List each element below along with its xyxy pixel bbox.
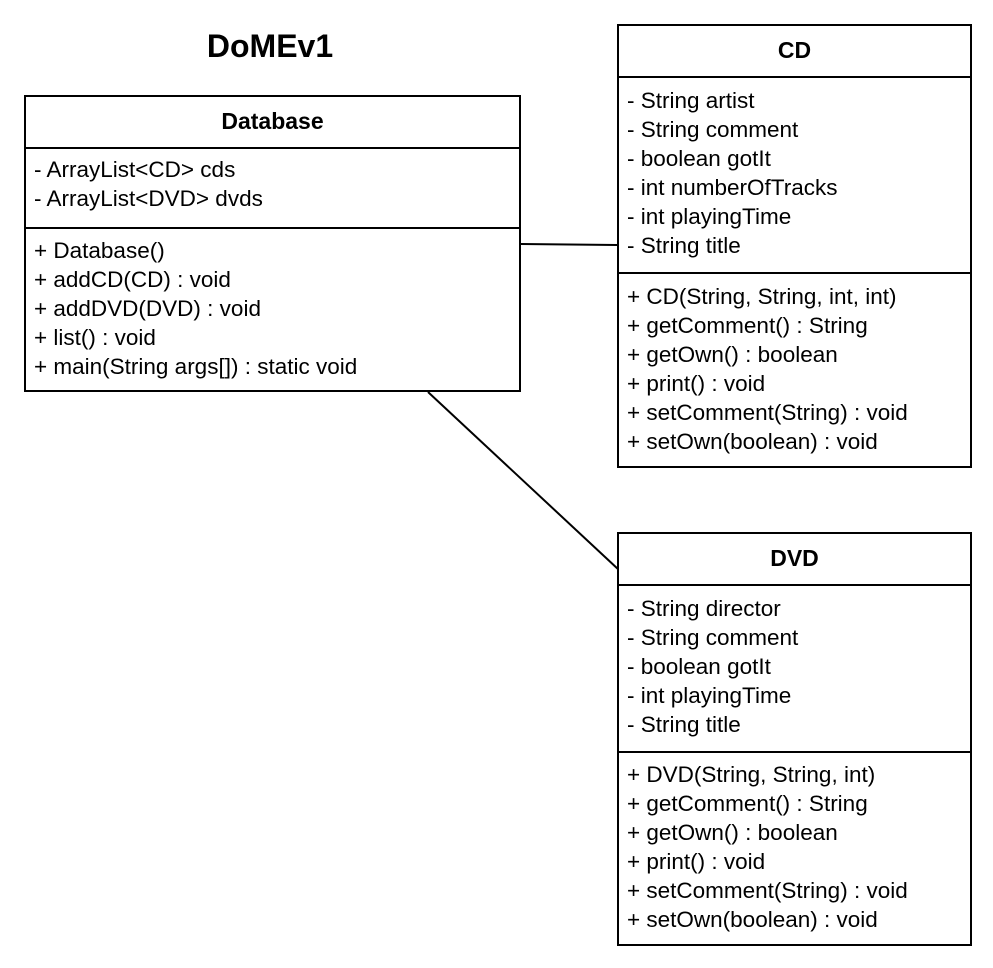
operation: + print() : void [627, 371, 766, 396]
operation: + CD(String, String, int, int) [627, 284, 897, 309]
operation: + Database() [34, 238, 165, 263]
operation: + setOwn(boolean) : void [627, 429, 878, 454]
operation: + main(String args[]) : static void [34, 354, 358, 379]
association-database-dvd [427, 391, 620, 571]
class-name: DVD [619, 534, 970, 586]
diagram-title: DoMEv1 [206, 28, 334, 64]
operation: + addCD(CD) : void [34, 267, 231, 292]
attribute: - String title [627, 233, 741, 258]
attribute: - int playingTime [627, 683, 792, 708]
operations-compartment: + DVD(String, String, int) + getComment(… [619, 753, 970, 934]
attribute: - int numberOfTracks [627, 175, 838, 200]
attribute: - int playingTime [627, 204, 792, 229]
operation: + print() : void [627, 849, 766, 874]
class-name: CD [619, 26, 970, 78]
operation: + getOwn() : boolean [627, 342, 838, 367]
attribute: - boolean gotIt [627, 146, 771, 171]
attribute: - String comment [627, 117, 799, 142]
attribute: - boolean gotIt [627, 654, 771, 679]
operation: + setOwn(boolean) : void [627, 907, 878, 932]
class-database[interactable]: Database - ArrayList<CD> cds - ArrayList… [24, 95, 521, 392]
attributes-compartment: - String director - String comment - boo… [619, 586, 970, 753]
attribute: - String artist [627, 88, 755, 113]
operation: + getOwn() : boolean [627, 820, 838, 845]
attribute: - String title [627, 712, 741, 737]
operation: + DVD(String, String, int) [627, 762, 876, 787]
operation: + addDVD(DVD) : void [34, 296, 261, 321]
operations-compartment: + Database() + addCD(CD) : void + addDVD… [26, 229, 519, 381]
attribute: - ArrayList<DVD> dvds [34, 186, 263, 211]
association-database-cd [520, 243, 618, 246]
operations-compartment: + CD(String, String, int, int) + getComm… [619, 274, 970, 456]
operation: + list() : void [34, 325, 156, 350]
attributes-compartment: - ArrayList<CD> cds - ArrayList<DVD> dvd… [26, 149, 519, 229]
attributes-compartment: - String artist - String comment - boole… [619, 78, 970, 274]
class-cd[interactable]: CD - String artist - String comment - bo… [617, 24, 972, 468]
attribute: - String director [627, 596, 781, 621]
attribute: - ArrayList<CD> cds [34, 157, 236, 182]
operation: + setComment(String) : void [627, 400, 908, 425]
class-name: Database [26, 97, 519, 149]
operation: + setComment(String) : void [627, 878, 908, 903]
class-dvd[interactable]: DVD - String director - String comment -… [617, 532, 972, 946]
operation: + getComment() : String [627, 791, 868, 816]
operation: + getComment() : String [627, 313, 868, 338]
attribute: - String comment [627, 625, 799, 650]
